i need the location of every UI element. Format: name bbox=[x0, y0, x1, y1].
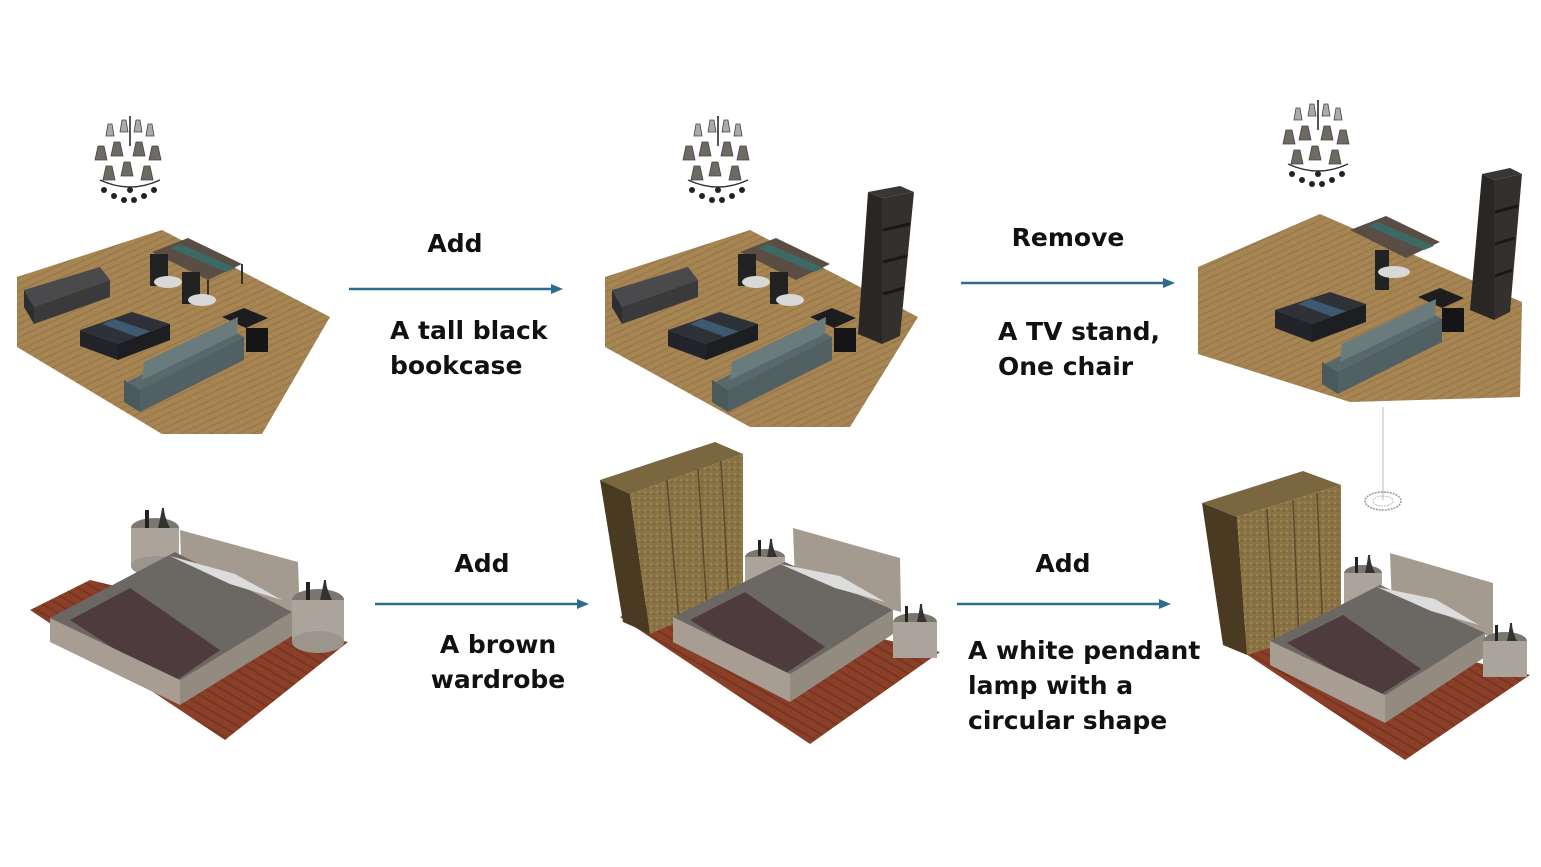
headboard bbox=[1390, 553, 1493, 637]
chairs bbox=[738, 254, 804, 306]
step-action-label: Add bbox=[1035, 549, 1091, 578]
headboard bbox=[793, 528, 901, 612]
step-description: A white pendant lamp with a circular sha… bbox=[968, 636, 1201, 735]
dining-table bbox=[1350, 216, 1440, 258]
bed bbox=[673, 562, 893, 702]
arrow-right-icon bbox=[349, 282, 563, 296]
nightstand-right bbox=[893, 604, 937, 658]
arrow-right-icon bbox=[961, 276, 1175, 290]
bookcase bbox=[1470, 168, 1522, 320]
step-description: A brown wardrobe bbox=[430, 630, 566, 694]
nightstand-right bbox=[292, 580, 344, 653]
side-table bbox=[222, 308, 268, 352]
headboard bbox=[180, 530, 300, 620]
tv-stand bbox=[612, 267, 698, 324]
pendant-lamp bbox=[1364, 407, 1402, 511]
sofa bbox=[712, 317, 832, 412]
step-description: A tall black bookcase bbox=[390, 316, 548, 380]
coffee-table bbox=[668, 312, 758, 360]
wardrobe bbox=[1202, 471, 1341, 655]
bedroom-scene-initial bbox=[30, 500, 350, 745]
arrow-right-icon bbox=[375, 597, 589, 611]
step-action-label: Add bbox=[427, 229, 483, 258]
bed bbox=[1270, 585, 1485, 723]
coffee-table bbox=[1275, 292, 1366, 342]
bookcase bbox=[858, 186, 914, 344]
step-action-label: Remove bbox=[1011, 223, 1125, 252]
tv-stand bbox=[24, 267, 110, 324]
living-room-scene-removed bbox=[1190, 92, 1525, 412]
side-table bbox=[810, 308, 856, 352]
nightstand-right bbox=[1483, 623, 1527, 677]
sofa bbox=[1322, 299, 1442, 394]
bedroom-scene-final bbox=[1195, 405, 1535, 765]
step-action-label: Add bbox=[454, 549, 510, 578]
arrow-right-icon bbox=[957, 597, 1171, 611]
dining-table bbox=[152, 238, 243, 298]
nightstand-left bbox=[131, 508, 179, 576]
coffee-table bbox=[80, 312, 170, 360]
living-room-scene-added bbox=[600, 112, 925, 432]
bedroom-scene-added bbox=[595, 442, 945, 747]
living-room-scene-initial bbox=[12, 112, 337, 442]
chairs bbox=[150, 254, 216, 306]
wardrobe bbox=[600, 442, 743, 634]
sofa bbox=[124, 317, 244, 412]
dining-table bbox=[740, 238, 830, 280]
chair bbox=[1375, 250, 1410, 290]
side-table bbox=[1418, 288, 1464, 332]
step-description: A TV stand, One chair bbox=[998, 317, 1161, 381]
bed bbox=[50, 552, 292, 705]
